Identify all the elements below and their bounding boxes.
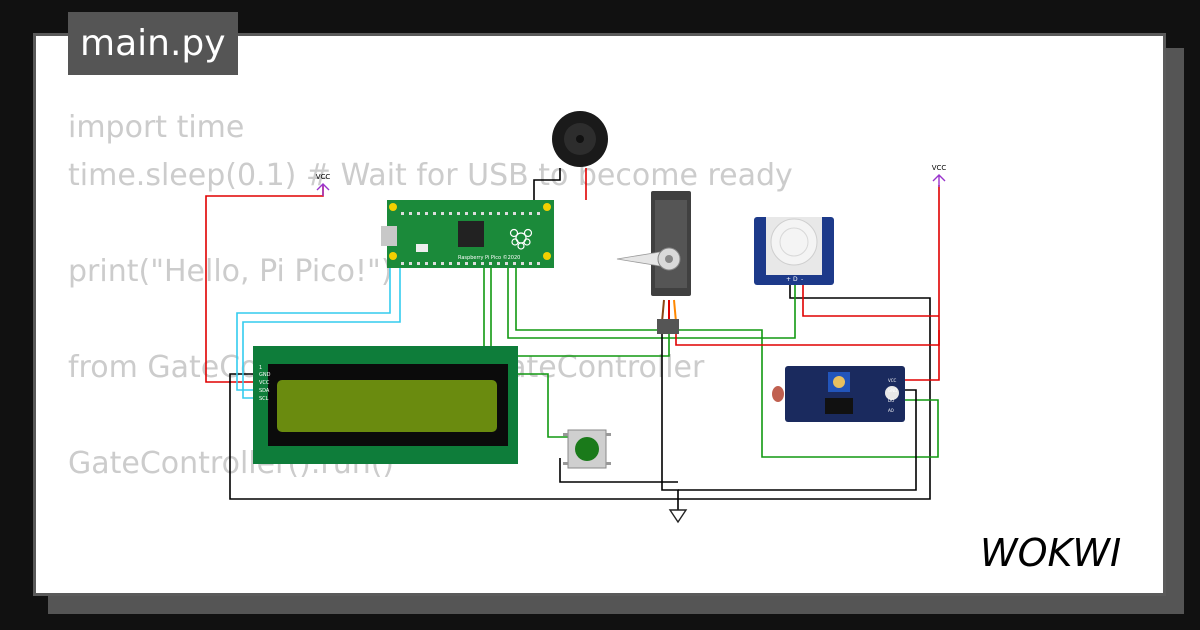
wire-buzzer-gnd [533,168,561,200]
raspberry-pi-pico[interactable]: Raspberry Pi Pico ©2020 [381,200,554,268]
pir-pin-label: + [786,276,791,283]
buzzer[interactable] [552,111,608,167]
servo-motor[interactable] [616,191,691,334]
file-tab[interactable]: main.py [68,12,238,75]
servo-cable-brown [661,299,665,323]
wire-servo-signal [490,262,670,357]
wire-servo-vcc [675,330,940,346]
vcc-label-right: VCC [932,164,947,172]
wire-ldr-signal [515,262,939,458]
wire-servo-gnd [661,334,679,510]
servo-cable-orange [673,299,677,323]
ldr-pin-label: DO [888,398,894,403]
ldr-pin-label: AO [888,408,894,413]
vcc-symbol-left: VCC [316,173,331,196]
mounting-hole [389,252,397,260]
photoresistor-module[interactable]: VCC GND DO AO [772,366,905,422]
code-line: import time [68,110,245,145]
vcc-symbol-right: VCC [932,164,947,187]
wire-pir-signal [507,262,796,339]
wire-button-signal [483,262,568,438]
pir-motion-sensor[interactable]: + D - [754,217,834,285]
lcd-1602-display[interactable]: 1 GND VCC SDA SCL [253,346,518,464]
wire-vcc-right [905,185,940,381]
wires [205,168,940,510]
lcd-pin-label: GND [259,372,271,378]
code-line: time.sleep(0.1) # Wait for USB to become… [68,158,793,193]
pico-pin-header [401,212,540,265]
wokwi-logo[interactable]: WOKWI [975,530,1150,575]
pir-pin-label: D [793,276,798,283]
lcd-screen [277,380,497,432]
wokwi-logo-text: WOKWI [980,531,1121,575]
pico-silkscreen: Raspberry Pi Pico ©2020 [458,254,520,261]
vcc-label-left: VCC [316,173,331,181]
mounting-hole [543,252,551,260]
wire-lcd-sda [236,262,391,391]
lcd-pin-label: SCL [259,396,269,402]
wire-lcd-gnd [229,285,931,500]
wire-ldr-gnd [678,389,917,491]
mounting-hole [543,203,551,211]
pir-pin-label: - [801,276,803,283]
lcd-pin-label: 1 [259,365,262,371]
lcd-pin-label: SDA [259,388,270,394]
ground-symbol [668,509,688,524]
ldr-sensor [772,386,784,402]
lcd-pin-labels: 1 GND VCC SDA SCL [259,365,271,402]
ldr-pin-label: VCC [888,378,897,383]
lcd-pin-label: VCC [259,380,270,386]
wire-lcd-scl [242,262,401,399]
code-line: print("Hello, Pi Pico!") [68,254,393,289]
servo-connector [657,319,679,334]
comparator-chip [825,398,853,414]
ldr-pin-label: GND [888,388,897,393]
wire-pir-vcc [802,285,939,317]
push-button[interactable] [563,429,611,469]
mounting-hole [389,203,397,211]
raspberry-logo-icon [509,228,533,250]
wire-button-gnd [559,458,678,483]
